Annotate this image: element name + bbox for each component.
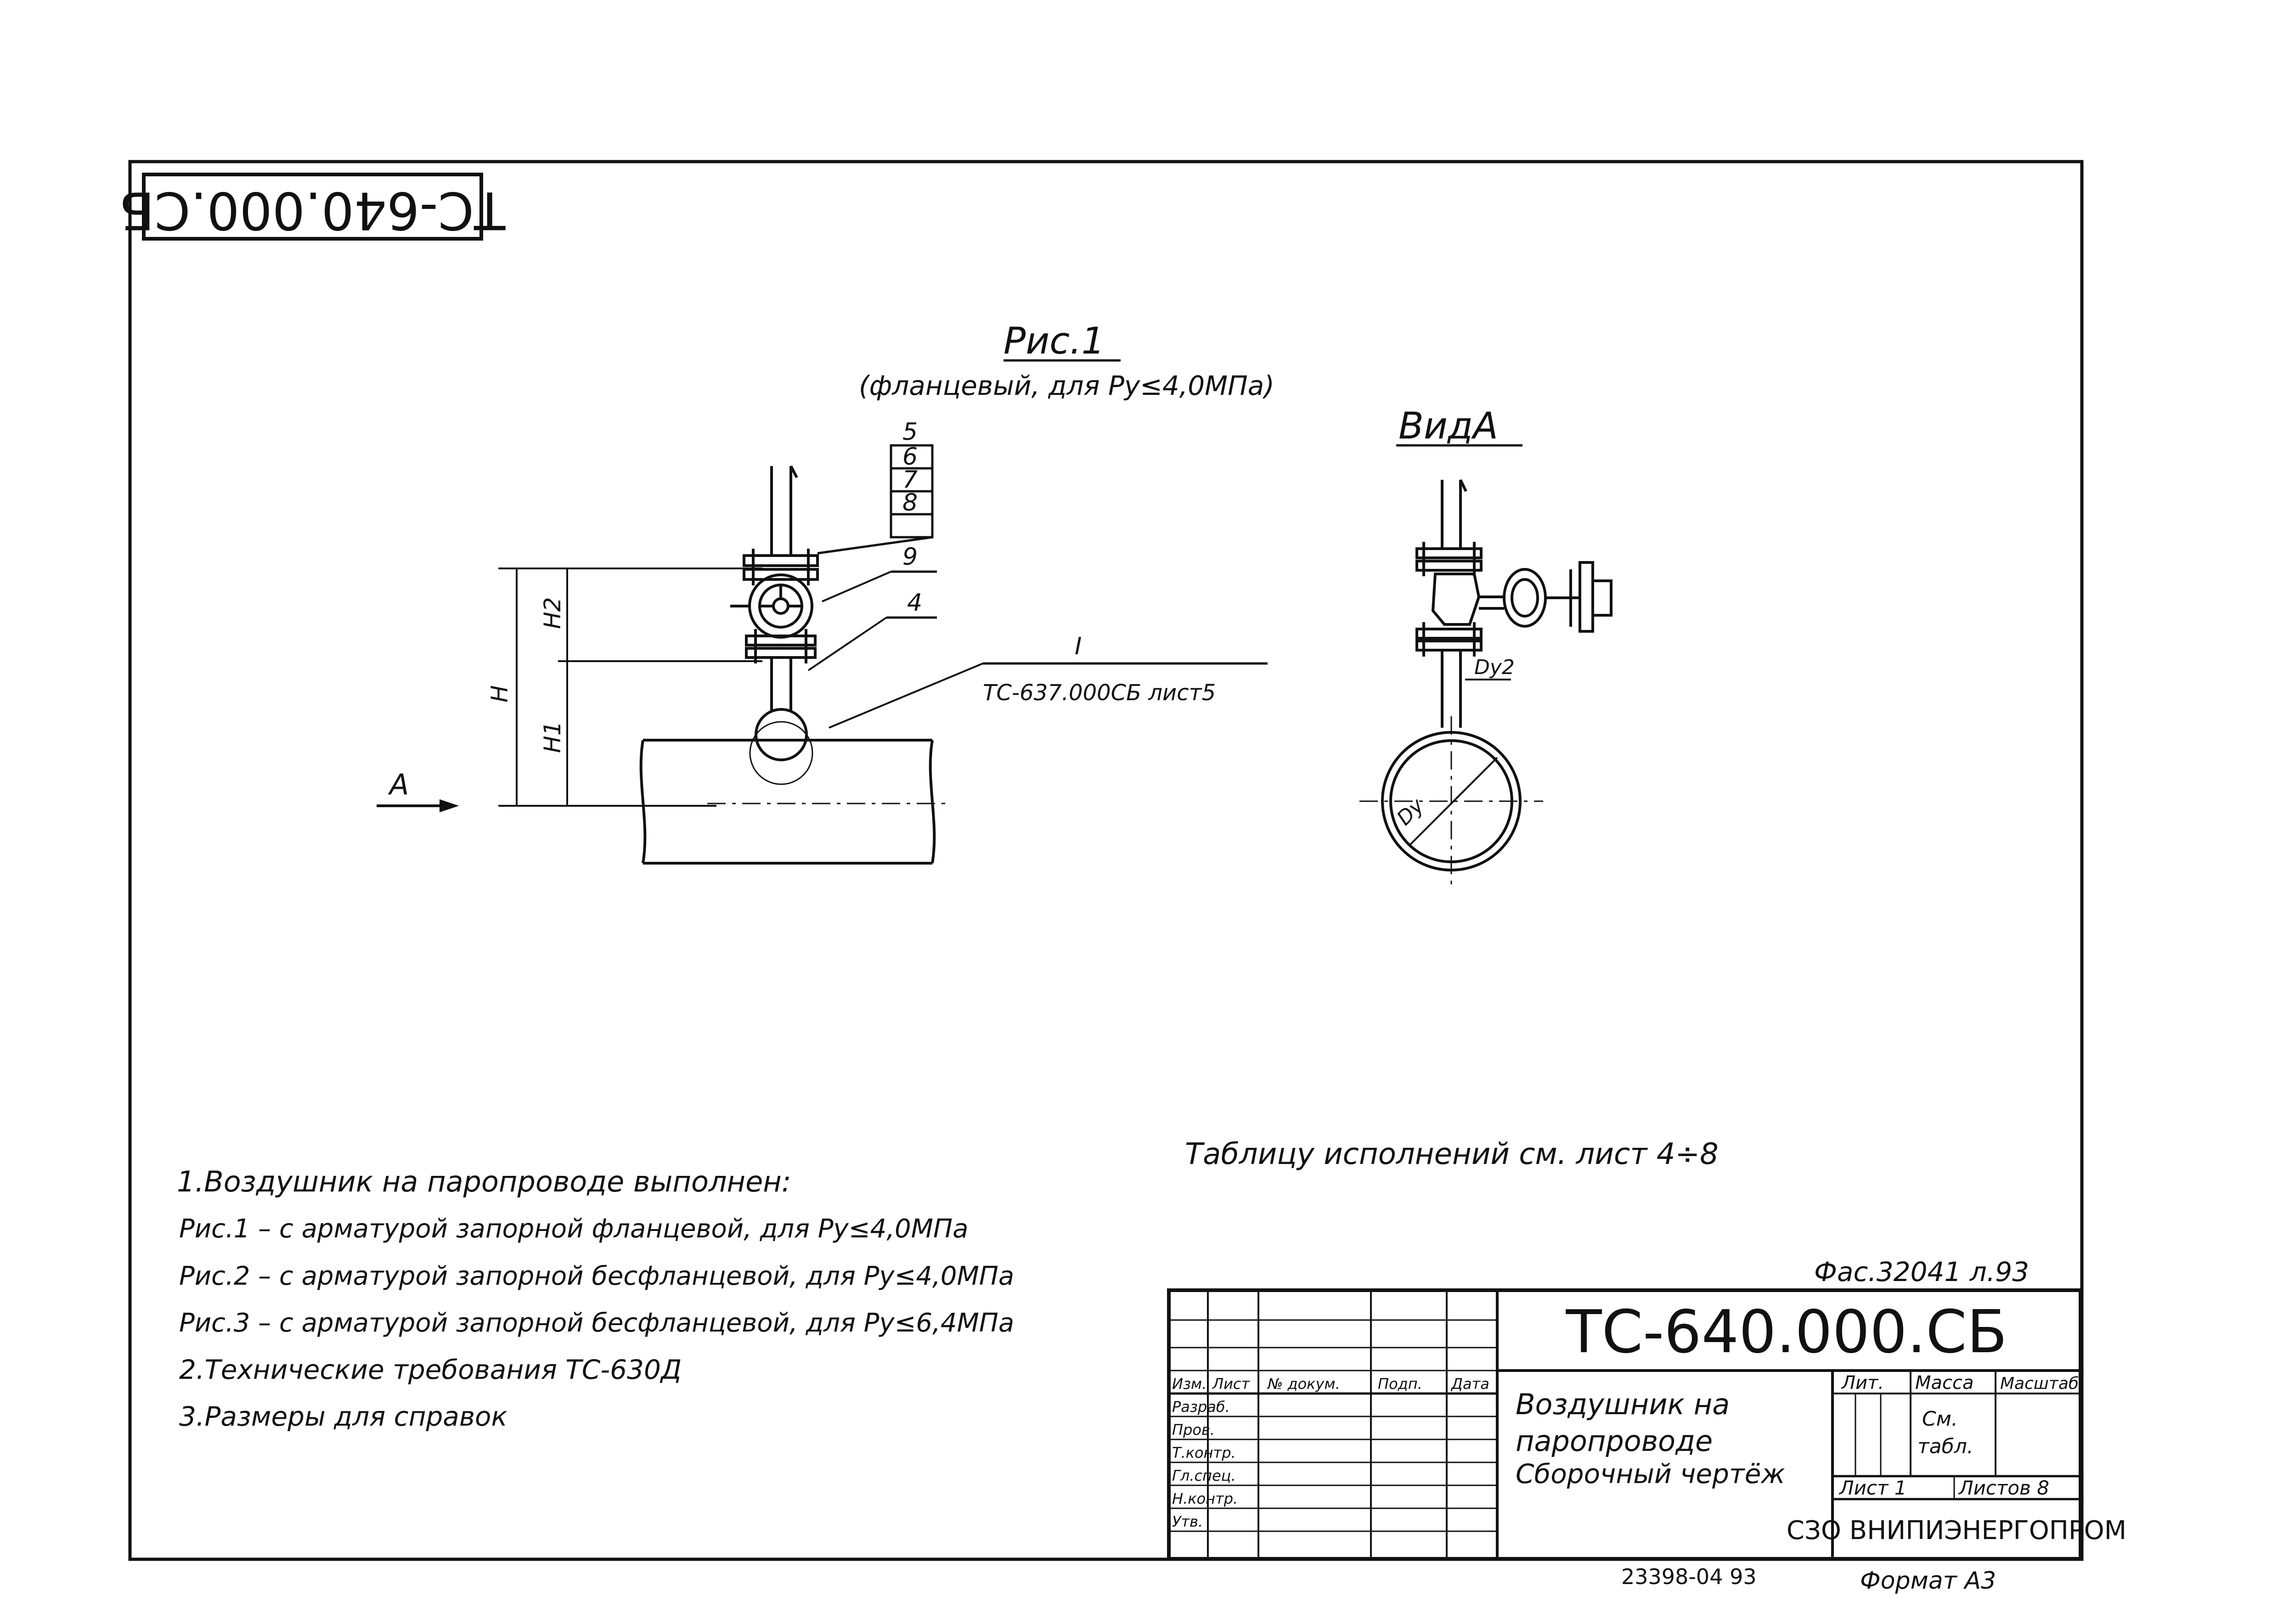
figure-1-title: Рис.1 <box>1004 320 1105 362</box>
lit-label: Лит. <box>1841 1372 1884 1394</box>
role-3: Т.контр. <box>1172 1444 1236 1461</box>
note-line-2: Рис.1 – с арматурой запорной фланцевой, … <box>179 1214 968 1244</box>
role-5: Н.контр. <box>1172 1490 1238 1507</box>
header-doc: № докум. <box>1267 1375 1340 1393</box>
callout-5: 5 <box>902 418 918 446</box>
note-line-1: 1.Воздушник на паропроводе выполнен: <box>177 1165 791 1198</box>
view-arrow-icon <box>377 799 459 813</box>
drawing-code: ТС-640.000.СБ <box>1566 1298 2007 1366</box>
pipe-diameter-label: Dy <box>1393 794 1429 830</box>
format-label: Формат А3 <box>1860 1567 1996 1595</box>
fig1-upper-flange <box>743 549 819 585</box>
callout-stack <box>817 444 934 555</box>
callout-7: 7 <box>902 466 918 494</box>
sheet-frame <box>128 160 2084 1561</box>
role-6: Утв. <box>1172 1513 1203 1530</box>
header-izm: Изм. <box>1172 1375 1207 1393</box>
bottom-number: 23398-04 93 <box>1621 1564 1757 1589</box>
mass-value-1: См. <box>1922 1407 1958 1431</box>
callout-4: 4 <box>907 589 922 617</box>
mass-label: Масса <box>1915 1372 1974 1394</box>
title-line-3: Сборочный чертёж <box>1516 1458 1785 1489</box>
note-line-4: Рис.3 – с арматурой запорной бесфланцево… <box>179 1308 1014 1338</box>
callout-9: 9 <box>902 543 918 571</box>
callout-6: 6 <box>902 443 918 471</box>
view-a-assembly <box>1359 479 1612 886</box>
title-line-2: паропроводе <box>1516 1424 1713 1458</box>
callout-8: 8 <box>902 489 918 517</box>
notes-block: 1.Воздушник на паропроводе выполнен: Рис… <box>177 1165 1014 1432</box>
title-line-1: Воздушник на <box>1516 1388 1730 1421</box>
rotated-code-stamp: ТС-640.000.СБ <box>119 173 506 241</box>
detail-reference: ТС-637.000СБ лист5 <box>983 680 1216 706</box>
inventory-number: Фас.32041 л.93 <box>1814 1256 2029 1287</box>
fig1-header-pipe <box>639 721 946 865</box>
scale-label: Масштаб <box>2000 1374 2079 1393</box>
header-date: Дата <box>1450 1375 1489 1393</box>
view-a: ВидА <box>1359 405 1612 886</box>
branch-diameter-label: Dy2 <box>1474 656 1515 679</box>
role-2: Пров. <box>1172 1421 1215 1439</box>
fig1-riser <box>770 465 798 556</box>
header-list: Лист <box>1212 1375 1250 1393</box>
fig1-dimensions <box>498 568 762 807</box>
rotated-code-text: ТС-640.000.СБ <box>119 180 506 240</box>
sheet-number: Лист 1 <box>1838 1477 1907 1499</box>
table-note: Таблицу исполнений см. лист 4÷8 <box>1185 1137 1719 1171</box>
fig1-valve <box>730 573 813 639</box>
note-line-3: Рис.2 – с арматурой запорной бесфланцево… <box>179 1261 1014 1291</box>
fig1-branch <box>755 657 808 761</box>
header-sign: Подп. <box>1378 1375 1422 1393</box>
dim-h: H <box>486 685 513 702</box>
figure-1-subtitle: (фланцевый, для Ру≤4,0МПа) <box>859 370 1274 401</box>
sheet-count: Листов 8 <box>1958 1477 2049 1499</box>
detail-mark: I <box>1075 633 1082 660</box>
role-4: Гл.спец. <box>1172 1467 1236 1484</box>
organization: СЗО ВНИПИЭНЕРГОПРОМ <box>1787 1516 2126 1545</box>
view-arrow-label: A <box>388 768 409 801</box>
title-block <box>1167 1288 2082 1561</box>
view-a-title: ВидА <box>1398 405 1498 447</box>
note-line-6: 3.Размеры для справок <box>179 1401 507 1432</box>
dim-h1: H1 <box>539 721 566 753</box>
dim-h2: H2 <box>539 597 566 629</box>
mass-value-2: табл. <box>1917 1435 1973 1458</box>
fig1-lower-flange <box>745 629 817 663</box>
figure-1: Рис.1 (фланцевый, для Ру≤4,0МПа) 5 6 7 8… <box>377 320 1274 865</box>
note-line-5: 2.Технические требования ТС-630Д <box>179 1354 682 1385</box>
title-block-signature-grid: Изм. Лист № докум. Подп. Дата Разраб. Пр… <box>1172 1375 1489 1530</box>
role-1: Разраб. <box>1172 1398 1230 1416</box>
